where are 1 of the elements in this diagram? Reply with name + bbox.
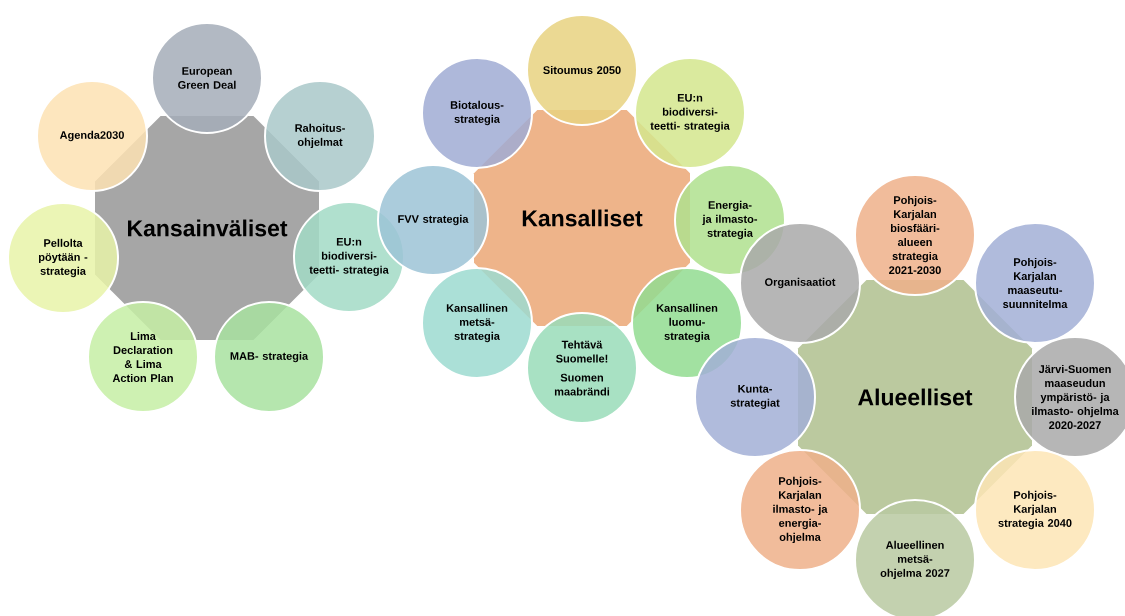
node-label: Alueellinen metsä- ohjelma 2027 <box>880 540 950 580</box>
